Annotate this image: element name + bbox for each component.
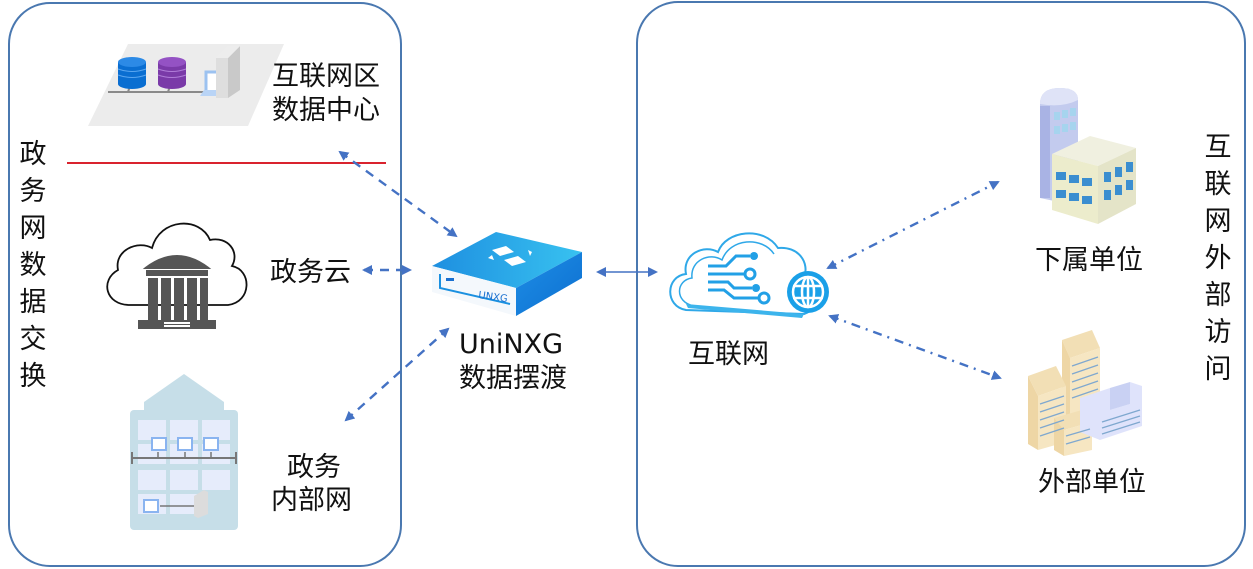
building-cluster-icon[interactable] — [1026, 326, 1156, 456]
connector-internet-to-subordinate — [826, 180, 1000, 270]
office-building-icon[interactable] — [1032, 86, 1142, 226]
external-unit-label: 外部单位 — [1038, 467, 1146, 498]
database-purple-icon — [157, 57, 187, 89]
connector-dc-to-uninxg — [338, 150, 458, 238]
office-building-network-icon[interactable] — [128, 372, 240, 532]
connector-internet-to-external — [828, 314, 1002, 380]
cloud-globe-icon[interactable] — [664, 222, 834, 332]
globe-icon — [787, 271, 829, 313]
database-blue-icon — [117, 57, 147, 89]
internet-zone-title: 互联网外部访问 — [1204, 132, 1232, 385]
server-box-icon — [216, 46, 240, 98]
gateway-appliance-icon[interactable]: UNXG — [432, 230, 594, 320]
zone-separator-line — [67, 162, 386, 164]
gov-intranet-label-line1: 政务 — [287, 452, 341, 483]
datacenter-icon[interactable] — [88, 40, 288, 130]
cloud-government-building-icon[interactable] — [100, 210, 255, 335]
subordinate-label: 下属单位 — [1035, 245, 1143, 276]
gov-cloud-label: 政务云 — [270, 257, 351, 288]
connector-intranet-to-uninxg — [344, 327, 450, 422]
internet-dc-label-line1: 互联网区 — [272, 61, 380, 92]
device-badge: UNXG — [478, 290, 509, 305]
gov-intranet-label-line2: 内部网 — [271, 485, 352, 516]
internet-label: 互联网 — [688, 339, 769, 370]
gov-zone-title: 政务网数据交换 — [19, 139, 47, 392]
uninxg-label-line1: UniNXG — [459, 329, 563, 360]
uninxg-label-line2: 数据摆渡 — [459, 363, 567, 394]
internet-dc-label-line2: 数据中心 — [272, 95, 380, 126]
